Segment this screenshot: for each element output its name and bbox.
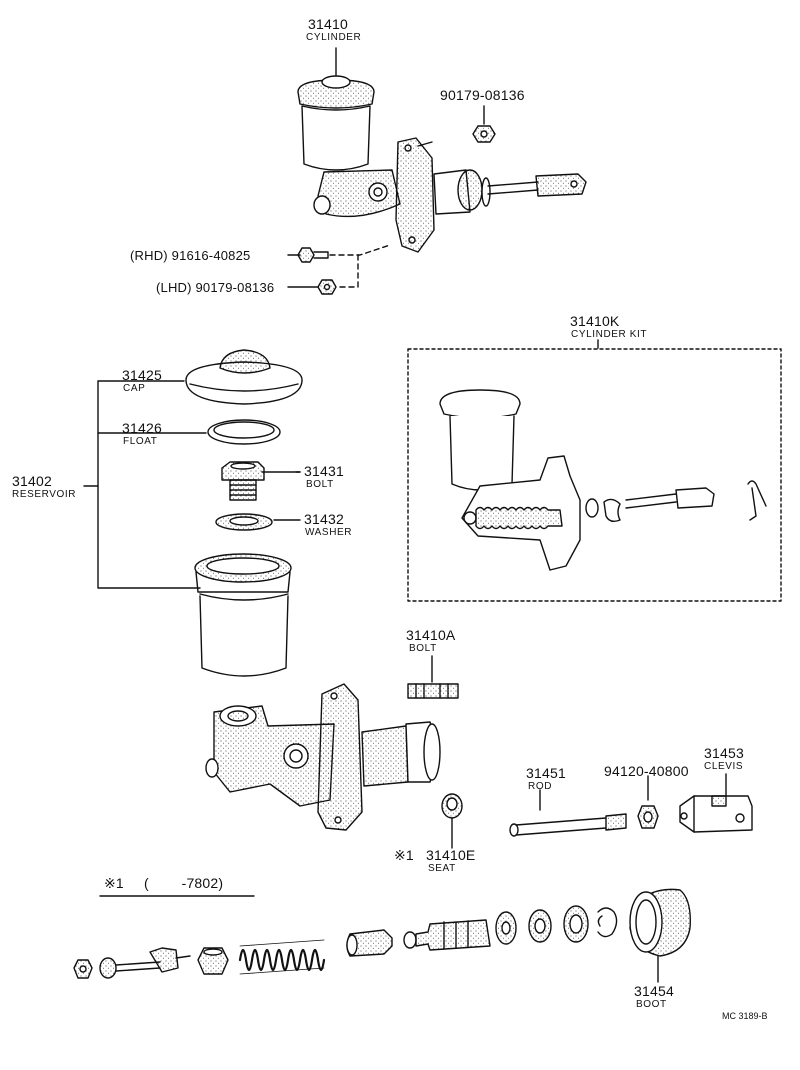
label-31410-number: 31410 [308,16,348,32]
nut-90179-top [472,105,496,143]
label-31453-number: 31453 [704,745,744,761]
label-31454-number: 31454 [634,983,674,999]
label-31425-number: 31425 [122,367,162,383]
label-31402-number: 31402 [12,473,52,489]
rhd-lhd-fasteners [287,244,391,295]
reservoir-body-31402 [194,553,292,677]
label-31454-name: BOOT [636,999,667,1010]
label-31410-name: CYLINDER [306,32,362,43]
label-31451-number: 31451 [526,765,566,781]
label-94120: 94120-40800 [604,763,689,779]
stud-31410a [407,655,459,699]
label-31410e-number: 31410E [426,847,476,863]
cylinder-kit-box [407,339,782,602]
cap-31425 [185,349,303,405]
cylinder-assembly-top [297,47,587,253]
label-31432-name: WASHER [305,527,353,538]
label-31402-name: RESERVOIR [12,489,77,500]
label-lhd-nut: (LHD) 90179-08136 [156,280,275,295]
label-31431-name: BOLT [306,479,334,490]
note-range: ( -7802) [144,875,224,891]
label-31453-name: CLEVIS [704,761,744,772]
rod-31451 [509,789,627,837]
float-31426 [207,419,281,445]
boot-31454 [629,888,691,983]
master-cylinder-body [205,683,441,831]
label-31410k-name: CYLINDER KIT [571,329,648,340]
label-90179-top: 90179-08136 [440,87,525,103]
diagram-code: MC 3189-B [722,1011,768,1021]
label-31426-number: 31426 [122,420,162,436]
label-31410a-number: 31410A [406,627,456,643]
clevis-31453 [679,773,753,833]
label-31426-name: FLOAT [123,436,158,447]
label-rhd-bolt: (RHD) 91616-40825 [130,248,251,263]
exploded-inner-parts [73,905,618,979]
washer-31432 [215,513,301,531]
label-31451-name: ROD [528,781,553,792]
reservoir-bracket [83,380,207,589]
seat-31410e [441,793,463,849]
label-31410e-mark: ※1 [394,847,414,863]
bolt-31431 [221,461,301,501]
nut-94120 [637,775,659,829]
label-31410k-number: 31410K [570,313,620,329]
label-31410e-name: SEAT [428,863,456,874]
label-31432-number: 31432 [304,511,344,527]
note-mark: ※1 [104,875,124,891]
label-31431-number: 31431 [304,463,344,479]
label-31425-name: CAP [123,383,146,394]
label-31410a-name: BOLT [409,643,437,654]
